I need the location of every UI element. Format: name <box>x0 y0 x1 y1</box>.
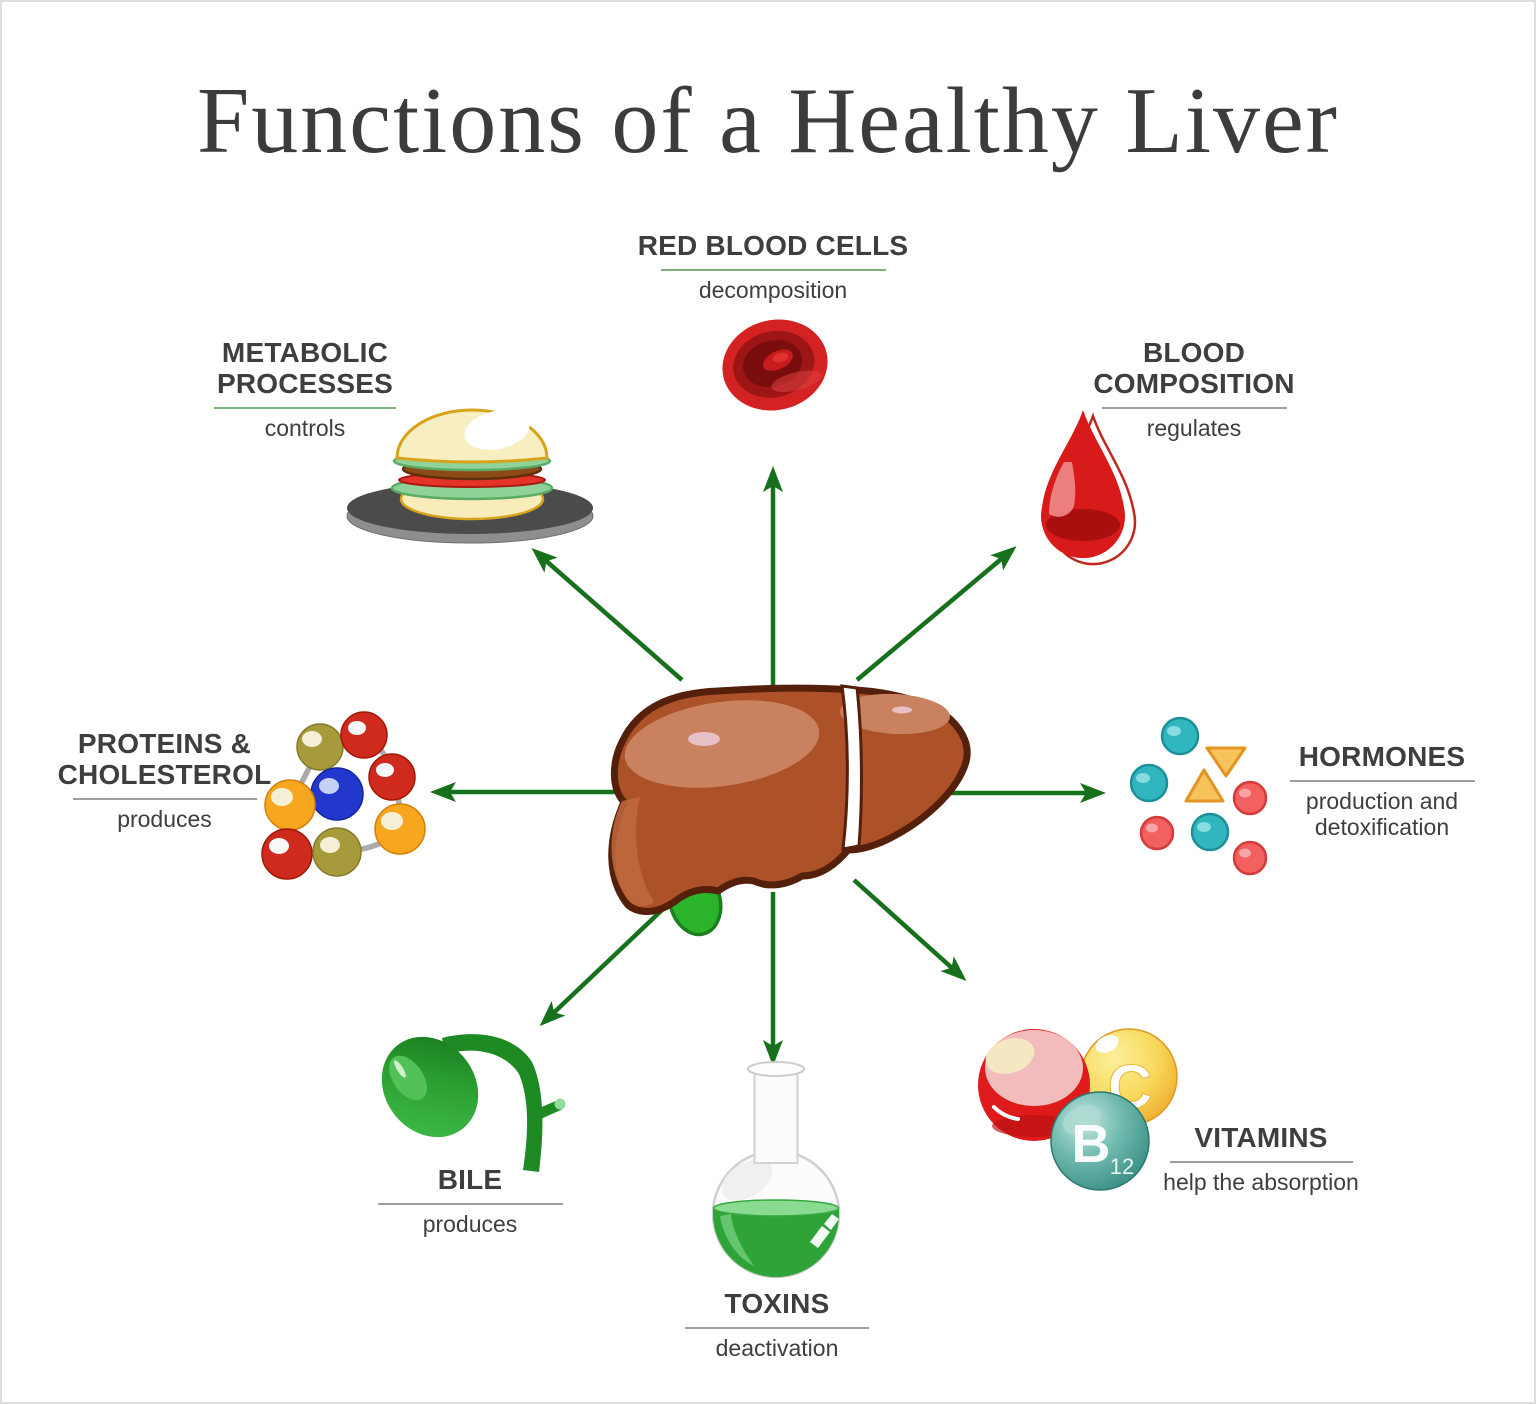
section-title: PROTEINS & CHOLESTEROL <box>57 728 272 790</box>
liver-shine-right <box>892 706 912 714</box>
vitamin-b-letter: B <box>1072 1114 1111 1174</box>
triangle-down <box>1205 746 1247 778</box>
radial-arrows <box>430 466 1106 1066</box>
section-rule <box>72 797 257 800</box>
section-title: RED BLOOD CELLS <box>637 230 909 261</box>
red-blood-cell-icon <box>722 319 828 411</box>
section-title: VITAMINS <box>1194 1122 1328 1153</box>
liver-icon <box>608 684 971 937</box>
section-subtitle: help the absorption <box>1163 1168 1359 1195</box>
bun-shine <box>464 410 530 450</box>
section-subtitle: production and detoxification <box>1305 787 1459 841</box>
bun-bottom <box>399 477 545 521</box>
section-rule <box>685 1326 869 1329</box>
bile-duct-branch <box>530 1100 563 1122</box>
plate-rim <box>346 488 594 544</box>
lettuce-top <box>392 450 552 472</box>
liver-highlight-left <box>624 700 820 788</box>
vitamin-b12-subscript: 12 <box>1110 1154 1134 1179</box>
arrow-down-right <box>852 878 967 982</box>
section-subtitle: decomposition <box>698 276 848 303</box>
section-title: METABOLIC PROCESSES <box>216 337 394 399</box>
liver-gallbladder <box>667 865 723 937</box>
section-rule <box>1169 1160 1353 1163</box>
liver-body <box>608 684 971 915</box>
section-rule <box>1289 779 1475 782</box>
gallbladder-icon <box>381 1034 566 1172</box>
triangle-up <box>1184 768 1225 803</box>
section-red-blood-cells: RED BLOOD CELLS decomposition <box>573 230 973 303</box>
section-rule <box>214 406 396 409</box>
section-subtitle: produces <box>422 1210 518 1237</box>
section-rule <box>660 268 886 271</box>
tomato <box>398 472 546 488</box>
vitamin-c-sphere <box>1080 1028 1178 1126</box>
section-subtitle: produces <box>117 805 212 832</box>
arrow-down-left <box>539 908 664 1027</box>
section-rule <box>1101 406 1287 409</box>
section-rule <box>377 1202 563 1205</box>
arrow-up-left <box>531 548 684 682</box>
section-title: BLOOD COMPOSITION <box>1093 337 1295 399</box>
section-hormones: HORMONES production and detoxification <box>1284 741 1480 841</box>
patty <box>401 457 543 481</box>
liver-ligament <box>840 684 863 851</box>
toxin-flask-icon <box>711 1061 841 1279</box>
section-metabolic-processes: METABOLIC PROCESSES controls <box>185 337 425 441</box>
liver-left-sheen <box>611 797 654 907</box>
vitamin-red-sphere <box>978 1029 1090 1141</box>
bile-duct <box>442 1034 543 1172</box>
section-subtitle: controls <box>264 414 346 441</box>
vitamin-c-letter: C <box>1108 1053 1153 1122</box>
page-title: Functions of a Healthy Liver <box>197 69 1339 173</box>
flask-liquid <box>713 1208 839 1278</box>
section-title: TOXINS <box>724 1288 830 1319</box>
lettuce-bottom <box>390 475 554 501</box>
section-subtitle: regulates <box>1146 414 1242 441</box>
section-bile: BILE produces <box>370 1164 570 1237</box>
vitamin-b12-sphere <box>1050 1091 1150 1191</box>
section-blood-composition: BLOOD COMPOSITION regulates <box>1062 337 1326 441</box>
section-title: HORMONES <box>1298 741 1466 772</box>
plate-top <box>347 482 593 534</box>
arrow-up-right <box>855 546 1017 682</box>
vitamin-spheres-icon: C B 12 <box>978 1028 1178 1191</box>
section-toxins: TOXINS deactivation <box>662 1288 892 1361</box>
liver-highlight-right <box>840 693 950 735</box>
section-proteins-cholesterol: PROTEINS & CHOLESTEROL produces <box>42 728 287 832</box>
bile-sac <box>381 1036 479 1138</box>
section-title: BILE <box>437 1164 503 1195</box>
liver-shine-left <box>688 732 720 746</box>
hormone-molecules-icon <box>1129 716 1268 876</box>
section-subtitle: deactivation <box>715 1334 839 1361</box>
section-vitamins: VITAMINS help the absorption <box>1156 1122 1366 1195</box>
